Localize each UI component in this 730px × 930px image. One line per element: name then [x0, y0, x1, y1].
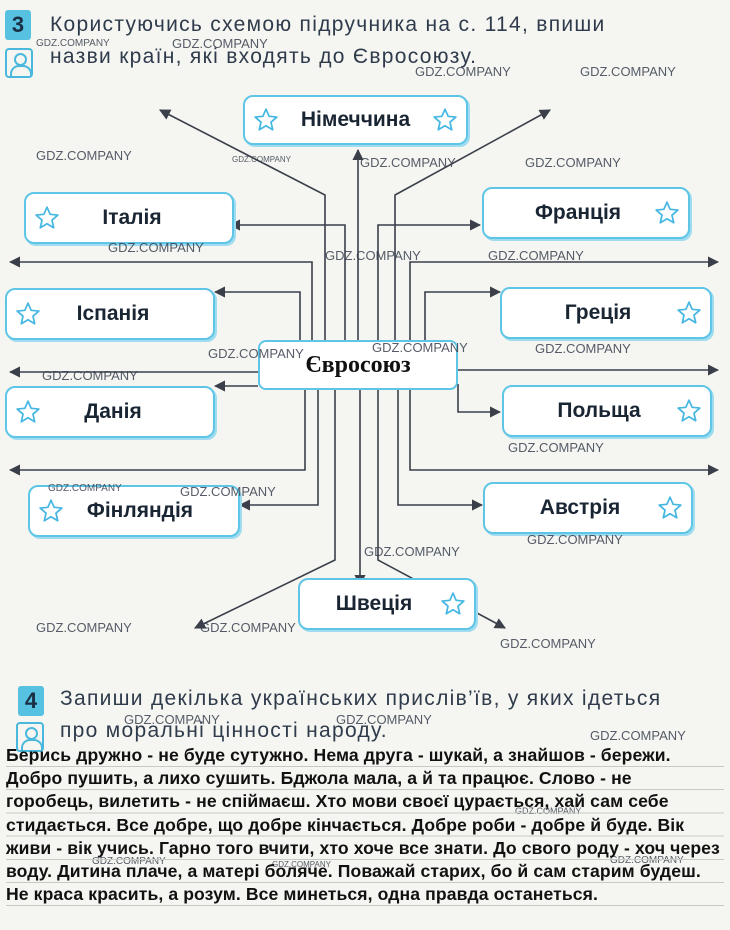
country-label-denmark: Данія: [84, 400, 142, 423]
task-4-text-line-1: Запиши декілька українських прислів’їв, …: [60, 687, 662, 710]
country-box-finland: Фінляндія: [28, 485, 240, 537]
country-box-greece: Греція: [500, 287, 712, 339]
star-icon: [39, 499, 63, 522]
task-3-text-line-2: назви країн, які входять до Євросоюзу.: [50, 45, 478, 68]
answer-ruled-lines: [6, 766, 724, 926]
task-3-text-line-1: Користуючись схемою підручника на с. 114…: [50, 13, 606, 36]
country-label-austria: Австрія: [539, 496, 621, 519]
task-4-number: 4: [18, 686, 44, 716]
country-label-sweden: Швеція: [335, 592, 413, 615]
country-box-austria: Австрія: [483, 482, 693, 534]
self-work-icon: [16, 722, 44, 752]
star-icon: [655, 201, 679, 224]
answer-text: Берись дружно - не буде сутужно. Нема др…: [6, 745, 720, 905]
country-box-italy: Італія: [24, 192, 234, 244]
star-icon: [35, 206, 59, 229]
watermark: GDZ.COMPANY: [590, 728, 686, 743]
star-icon: [441, 592, 465, 615]
country-label-germany: Німеччина: [300, 108, 411, 131]
country-label-france: Франція: [534, 201, 622, 224]
country-box-poland: Польща: [502, 385, 712, 437]
country-label-finland: Фінляндія: [86, 499, 194, 522]
country-label-poland: Польща: [557, 399, 641, 422]
diagram-arrows: [8, 109, 720, 629]
star-icon: [254, 108, 278, 131]
star-icon: [677, 301, 701, 324]
country-box-spain: Іспанія: [5, 288, 215, 340]
country-box-france: Франція: [482, 187, 690, 239]
country-label-italy: Італія: [102, 206, 162, 229]
star-icon: [658, 496, 682, 519]
star-icon: [16, 302, 40, 325]
star-icon: [16, 400, 40, 423]
country-box-denmark: Данія: [5, 386, 215, 438]
country-label-greece: Греція: [564, 301, 632, 324]
pair-work-icon: [5, 48, 33, 78]
star-icon: [433, 108, 457, 131]
country-box-germany: Німеччина: [243, 95, 468, 145]
task-4-text-line-2: про моральні цінності народу.: [60, 719, 388, 742]
star-icon: [677, 399, 701, 422]
center-box-eu: Євросоюз: [258, 340, 458, 390]
country-label-spain: Іспанія: [76, 302, 150, 325]
country-box-sweden: Швеція: [298, 578, 476, 630]
task-3-number: 3: [5, 10, 31, 40]
